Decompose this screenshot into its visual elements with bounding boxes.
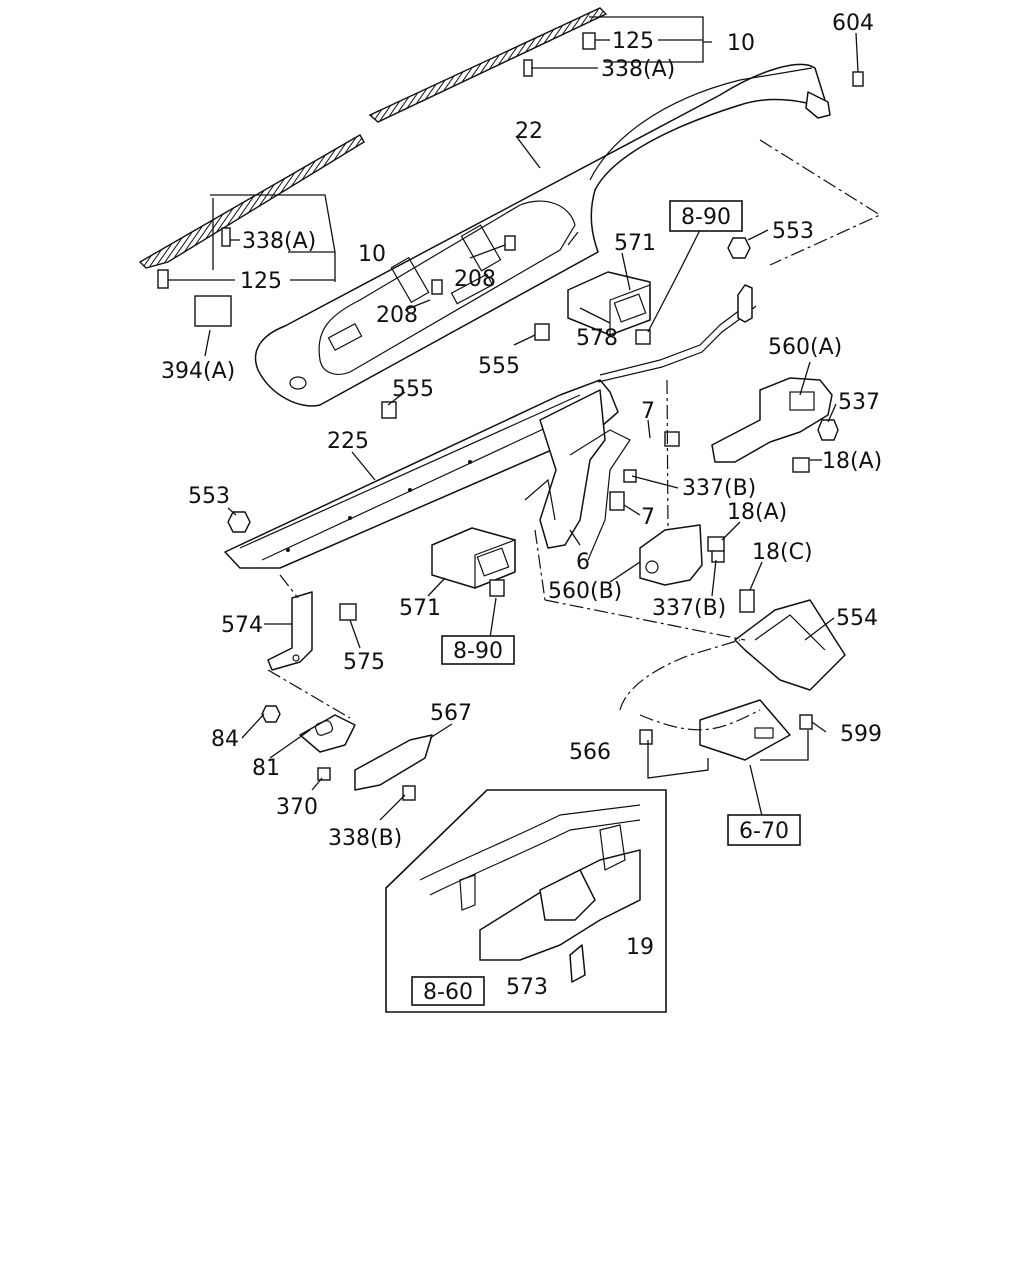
label-125-left: 125 — [240, 269, 282, 294]
label-18c: 18(C) — [752, 540, 813, 565]
label-575: 575 — [343, 650, 385, 675]
bracket-560b — [639, 524, 703, 586]
bolt-8-90-mid-icon — [489, 579, 505, 597]
bolt-7-a-icon — [664, 431, 680, 447]
center-stay-bracket — [524, 389, 631, 561]
label-555-right: 555 — [478, 354, 520, 379]
label-555-left: 555 — [392, 377, 434, 402]
label-19: 19 — [626, 935, 654, 960]
nut-553-left-icon — [227, 511, 251, 533]
bolt-575-icon — [339, 603, 357, 621]
label-337b-a: 337(B) — [682, 476, 756, 501]
label-560a: 560(A) — [768, 335, 842, 360]
duct-571-lower — [431, 527, 516, 589]
label-537: 537 — [838, 390, 880, 415]
label-571-top: 571 — [614, 231, 656, 256]
label-208-a: 208 — [454, 267, 496, 292]
label-84: 84 — [211, 727, 239, 752]
clip-566-icon — [639, 729, 653, 745]
label-560b: 560(B) — [548, 579, 622, 604]
label-6: 6 — [576, 550, 590, 575]
label-394a: 394(A) — [161, 359, 235, 384]
ref-box-8-90-mid[interactable]: 8-90 — [441, 635, 515, 665]
screw-338a-left-icon — [221, 227, 231, 247]
bracket-554 — [734, 599, 846, 691]
label-566: 566 — [569, 740, 611, 765]
label-81: 81 — [252, 756, 280, 781]
ref-8-90-mid-label: 8-90 — [453, 639, 503, 664]
bolt-18a-right-icon — [792, 457, 810, 473]
bolt-7-b-icon — [609, 491, 625, 511]
label-554: 554 — [836, 606, 878, 631]
label-18a-mid: 18(A) — [727, 500, 787, 525]
label-10-top: 10 — [727, 31, 755, 56]
floor-outline — [619, 639, 761, 731]
label-10-left: 10 — [358, 242, 386, 267]
nut-84-icon — [261, 705, 281, 723]
upper-right-bracket — [737, 284, 753, 323]
center-vent-detail — [390, 224, 502, 304]
label-7-b: 7 — [641, 505, 655, 530]
inset-detail — [385, 789, 667, 1013]
screw-338a-top-icon — [523, 59, 533, 77]
bolt-555-right-icon — [534, 323, 550, 341]
label-208-b: 208 — [376, 303, 418, 328]
defroster-grille-right — [368, 7, 608, 123]
bracket-81 — [299, 714, 356, 753]
floor-bracket-6-70 — [699, 699, 791, 761]
screw-370-icon — [317, 767, 331, 781]
ref-box-6-70[interactable]: 6-70 — [727, 814, 801, 846]
bracket-560a — [711, 377, 833, 463]
ref-box-8-90-top[interactable]: 8-90 — [669, 200, 743, 232]
ref-8-60-label: 8-60 — [423, 980, 473, 1005]
label-338a-top: 338(A) — [601, 57, 675, 82]
nut-337b-a-icon — [623, 469, 637, 483]
defroster-grille-left — [138, 134, 365, 269]
nut-537-icon — [817, 419, 839, 441]
bolt-8-90-top-icon — [635, 329, 651, 345]
label-370: 370 — [276, 795, 318, 820]
cross-member-beam — [224, 379, 619, 569]
nut-604-icon — [852, 71, 864, 87]
fasteners — [157, 32, 864, 991]
part-labels: 125 10 604 338(A) 22 338(A) 10 125 208 2… — [161, 11, 882, 1000]
label-22: 22 — [515, 119, 543, 144]
label-573: 573 — [506, 975, 548, 1000]
nut-337b-b-icon — [711, 549, 725, 563]
clip-394a-icon — [194, 295, 232, 327]
label-7-a: 7 — [641, 399, 655, 424]
label-338b: 338(B) — [328, 826, 402, 851]
bracket-567 — [354, 734, 433, 791]
label-125-top: 125 — [612, 29, 654, 54]
dashboard-panel — [254, 63, 829, 407]
bolt-555-left-icon — [381, 401, 397, 419]
clip-125-left-icon — [157, 269, 169, 289]
bolt-18a-mid-icon — [707, 536, 725, 552]
nut-553-top-icon — [727, 237, 751, 259]
label-571-mid: 571 — [399, 596, 441, 621]
label-574: 574 — [221, 613, 263, 638]
bracket-574 — [267, 591, 313, 671]
label-337b-b: 337(B) — [652, 596, 726, 621]
label-553-top: 553 — [772, 219, 814, 244]
right-end-cap — [805, 91, 831, 119]
label-18a-right: 18(A) — [822, 449, 882, 474]
ref-8-90-top-label: 8-90 — [681, 205, 731, 230]
label-553-left: 553 — [188, 484, 230, 509]
clip-125-top-icon — [582, 32, 596, 50]
label-567: 567 — [430, 701, 472, 726]
label-225: 225 — [327, 429, 369, 454]
ref-box-8-60[interactable]: 8-60 — [411, 976, 485, 1006]
label-578: 578 — [576, 326, 618, 351]
label-604: 604 — [832, 11, 874, 36]
ref-6-70-label: 6-70 — [739, 819, 789, 844]
bolt-18c-icon — [739, 589, 755, 613]
clip-599-icon — [799, 714, 813, 730]
label-338a-left: 338(A) — [242, 229, 316, 254]
screw-338b-icon — [402, 785, 416, 801]
label-599: 599 — [840, 722, 882, 747]
